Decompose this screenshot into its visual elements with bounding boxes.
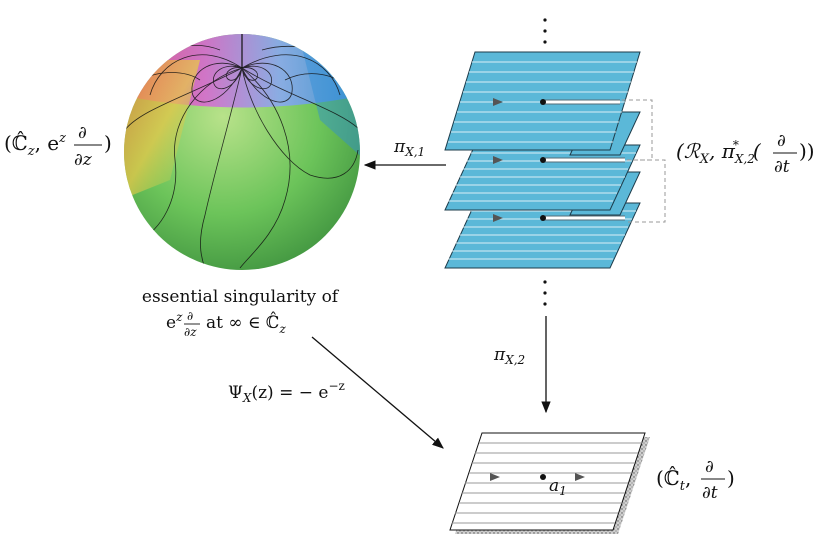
svg-text:∂: ∂ [705,457,714,477]
svg-text:)): )) [799,139,815,163]
svg-text:(ℂ̂t,: (ℂ̂t, [656,464,691,494]
svg-text:∂t: ∂t [702,483,718,503]
svg-text:∂z: ∂z [74,150,93,170]
riemann-sphere [124,34,360,270]
ellipsis-dots-bottom [543,280,547,306]
svg-text:): ) [104,131,112,155]
sphere-label: (ℂ̂z, ez ∂ ∂z ) [4,123,112,170]
caption-line2-rest: at ∞ ∈ ℂ̂z [206,312,286,336]
sheet-flow-arrows [493,98,503,222]
svg-text:(ℛX, πX,2*(: (ℛX, πX,2*( [676,138,762,167]
caption-line1: essential singularity of [142,287,340,307]
svg-text:∂: ∂ [187,309,193,323]
t-plane [449,432,650,534]
pi-x2-label: πX,2 [493,345,525,367]
svg-text:∂z: ∂z [184,325,197,339]
branch-cuts [545,99,625,221]
pi-x1-label: πX,1 [393,137,425,159]
t-plane-label: (ℂ̂t, ∂ ∂t ) [656,457,735,503]
singularity-caption: essential singularity of ez ∂ ∂z at ∞ ∈ … [142,287,340,339]
ellipsis-dots-top [543,18,547,44]
svg-text:∂: ∂ [78,123,87,143]
svg-text:∂t: ∂t [774,157,790,177]
sheet-points [540,99,546,221]
riemann-surface-label: (ℛX, πX,2*( ∂ ∂t )) [676,131,815,177]
point-a1-label: a1 [549,476,567,498]
gluing-dashes [622,99,666,223]
arrow-psi [311,336,444,449]
svg-text:): ) [727,466,735,490]
psi-formula: ΨX(z) = − e−z [228,379,345,405]
caption-line2: ez [166,310,183,333]
riemann-surface-sheets [444,51,666,269]
svg-text:(ℂ̂z, ez: (ℂ̂z, ez [4,129,66,159]
svg-text:∂: ∂ [777,131,786,151]
